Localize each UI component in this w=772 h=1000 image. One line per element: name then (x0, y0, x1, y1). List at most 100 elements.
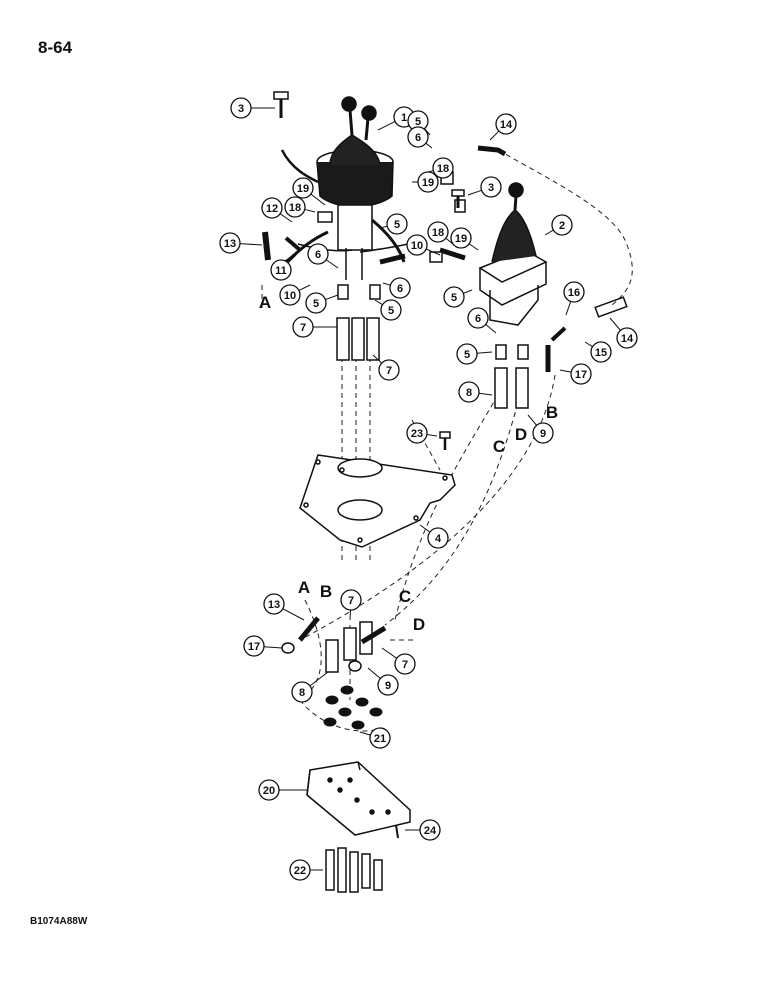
callout-12: 12 (261, 197, 283, 219)
callout-circle (616, 327, 638, 349)
callout-circle (377, 674, 399, 696)
callout-number: 3 (238, 103, 244, 115)
callout-number: 16 (568, 287, 580, 299)
callout-22: 22 (289, 859, 311, 881)
port-label-b: B (546, 403, 558, 422)
callout-leader (527, 414, 537, 426)
callout-number: 21 (374, 733, 386, 745)
port-label-d: D (413, 615, 425, 634)
callout-17: 17 (243, 635, 265, 657)
callout-number: 5 (415, 116, 421, 128)
callout-leader (377, 121, 396, 131)
callout-21: 21 (369, 727, 391, 749)
callout-number: 5 (313, 298, 319, 310)
loose-fittings (325, 847, 383, 893)
callout-20: 20 (258, 779, 280, 801)
port-label-c: C (399, 587, 411, 606)
callout-number: 7 (402, 659, 408, 671)
callout-10: 10 (406, 234, 428, 256)
callout-number: 5 (394, 219, 400, 231)
callout-16: 16 (563, 281, 585, 303)
port-label-a: A (259, 293, 271, 312)
callout-circle (243, 635, 265, 657)
callout-circle (230, 97, 252, 119)
callout-circle (263, 593, 285, 615)
callout-14: 14 (495, 113, 517, 135)
callout-circle (369, 727, 391, 749)
callout-circle (340, 589, 362, 611)
callout-number: 4 (435, 533, 442, 545)
callout-7: 7 (378, 359, 400, 381)
callout-circle (456, 343, 478, 365)
callout-18: 18 (284, 196, 306, 218)
callout-circle (480, 176, 502, 198)
callout-circle (289, 859, 311, 881)
callout-number: 14 (500, 119, 513, 131)
callout-leader (304, 208, 316, 213)
callout-number: 6 (475, 313, 481, 325)
callout-19: 19 (450, 227, 472, 249)
callout-number: 5 (451, 292, 457, 304)
callout-number: 8 (466, 387, 472, 399)
callout-circle (378, 359, 400, 381)
right-joystick-controller (478, 182, 548, 326)
callout-number: 19 (455, 233, 467, 245)
callout-13: 13 (263, 593, 285, 615)
callout-circle (551, 214, 573, 236)
callout-circle (389, 277, 411, 299)
callout-circle (590, 341, 612, 363)
callout-number: 17 (248, 641, 260, 653)
callout-5: 5 (407, 110, 429, 132)
callout-circle (419, 819, 441, 841)
bolts (273, 91, 465, 450)
callout-circle (427, 527, 449, 549)
callout-circle (291, 681, 313, 703)
callout-leader (425, 248, 441, 256)
callout-circle (406, 422, 428, 444)
callout-leader (609, 317, 621, 331)
o-ring-seals (323, 685, 383, 730)
callout-leader (298, 284, 311, 291)
callout-number: 19 (422, 177, 434, 189)
callout-leader (263, 646, 283, 649)
callout-6: 6 (407, 126, 429, 148)
callout-circle (495, 113, 517, 135)
callout-leader (379, 225, 388, 229)
callout-18: 18 (427, 221, 449, 243)
callout-number: 18 (289, 202, 301, 214)
callout-number: 18 (432, 227, 444, 239)
callout-6: 6 (467, 307, 489, 329)
callout-number: 13 (224, 238, 236, 250)
callout-number: 19 (297, 183, 309, 195)
callout-6: 6 (307, 243, 329, 265)
callout-15: 15 (590, 341, 612, 363)
callout-23: 23 (406, 422, 428, 444)
fitting-stacks-lower (281, 616, 387, 673)
callout-19: 19 (417, 171, 439, 193)
callout-circle (284, 196, 306, 218)
callout-number: 1 (401, 112, 407, 124)
callout-7: 7 (340, 589, 362, 611)
callout-circle (406, 234, 428, 256)
callout-7: 7 (394, 653, 416, 675)
callout-2: 2 (551, 214, 573, 236)
callout-number: 9 (540, 428, 546, 440)
hoses-and-fittings-upper (262, 145, 628, 372)
callout-leader (544, 229, 554, 236)
callout-number: 17 (575, 369, 587, 381)
callout-9: 9 (377, 674, 399, 696)
callout-circle (458, 381, 480, 403)
callout-circle (305, 292, 327, 314)
callout-leader (310, 193, 326, 206)
callout-leader (325, 294, 339, 301)
callout-leader (485, 324, 497, 334)
callout-circle (427, 221, 449, 243)
callout-24: 24 (419, 819, 441, 841)
callout-5: 5 (386, 213, 408, 235)
callout-leader-lines (239, 107, 621, 871)
callout-number: 11 (275, 265, 287, 277)
callout-leader (584, 341, 593, 348)
